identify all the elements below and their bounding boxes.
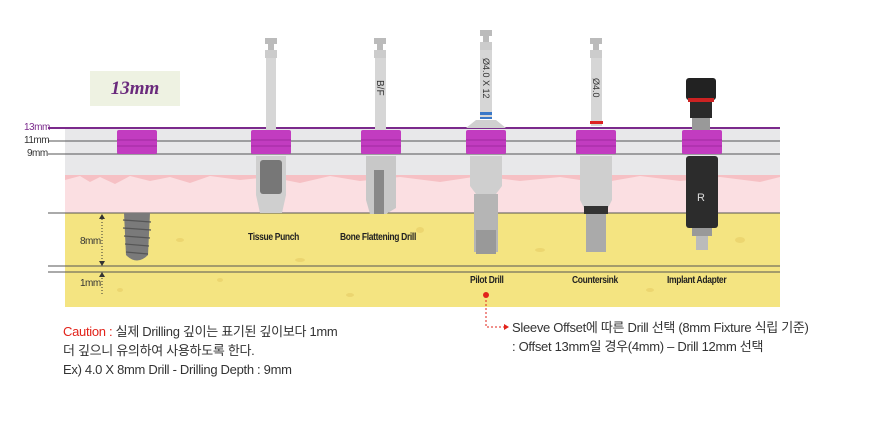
pilot-drill-label: Pilot Drill [470,275,504,286]
countersink-tool [580,38,612,252]
tissue-punch-label: Tissue Punch [248,232,300,243]
sleeve-zone [65,128,780,175]
caution-line-1: 실제 Drilling 깊이는 표기된 깊이보다 1mm [115,324,338,339]
caution-label: Caution : [63,324,113,339]
offset-badge: 13mm [90,71,180,106]
sleeve-offset-note: Sleeve Offset에 따른 Drill 선택 (8mm Fixture … [512,318,809,356]
sleeve-note-line-2: : Offset 13mm일 경우(4mm) – Drill 12mm 선택 [512,339,764,354]
bone-flattening-drill-label: Bone Flattening Drill [340,232,416,243]
tissue-punch-tool [256,38,286,213]
bf-shaft-text: B/F [374,80,385,96]
countersink-shaft-text: Ø4.0 [591,78,601,98]
sleeve-note-pointer [483,292,509,330]
bone-zone [65,213,780,307]
depth-1-label: 1mm [80,278,101,289]
pilot-drill-tool [466,30,506,254]
adapter-body-text: R [697,192,705,204]
implant-threads [122,219,152,255]
caution-note: Caution : 실제 Drilling 깊이는 표기된 깊이보다 1mm 더… [63,322,338,379]
pilot-shaft-text: Ø4.0 X 12 [481,58,491,99]
depth-8-label: 8mm [80,236,101,247]
implant-adapter-label: Implant Adapter [667,275,727,286]
bone-texture [117,227,745,297]
level-11-label: 11mm [24,135,50,146]
bone-flattening-drill-tool [366,38,396,214]
sleeve-note-line-1: Sleeve Offset에 따른 Drill 선택 (8mm Fixture … [512,320,809,335]
level-13-label: 13mm [24,122,50,133]
gum-zone [65,175,780,213]
implant-adapter-tool [686,78,718,250]
sleeves [117,130,722,154]
level-9-label: 9mm [27,148,48,159]
caution-line-2: 더 깊으니 유의하여 사용하도록 한다. [63,343,255,358]
caution-line-3: Ex) 4.0 X 8mm Drill - Drilling Depth : 9… [63,362,292,377]
countersink-label: Countersink [572,275,618,286]
